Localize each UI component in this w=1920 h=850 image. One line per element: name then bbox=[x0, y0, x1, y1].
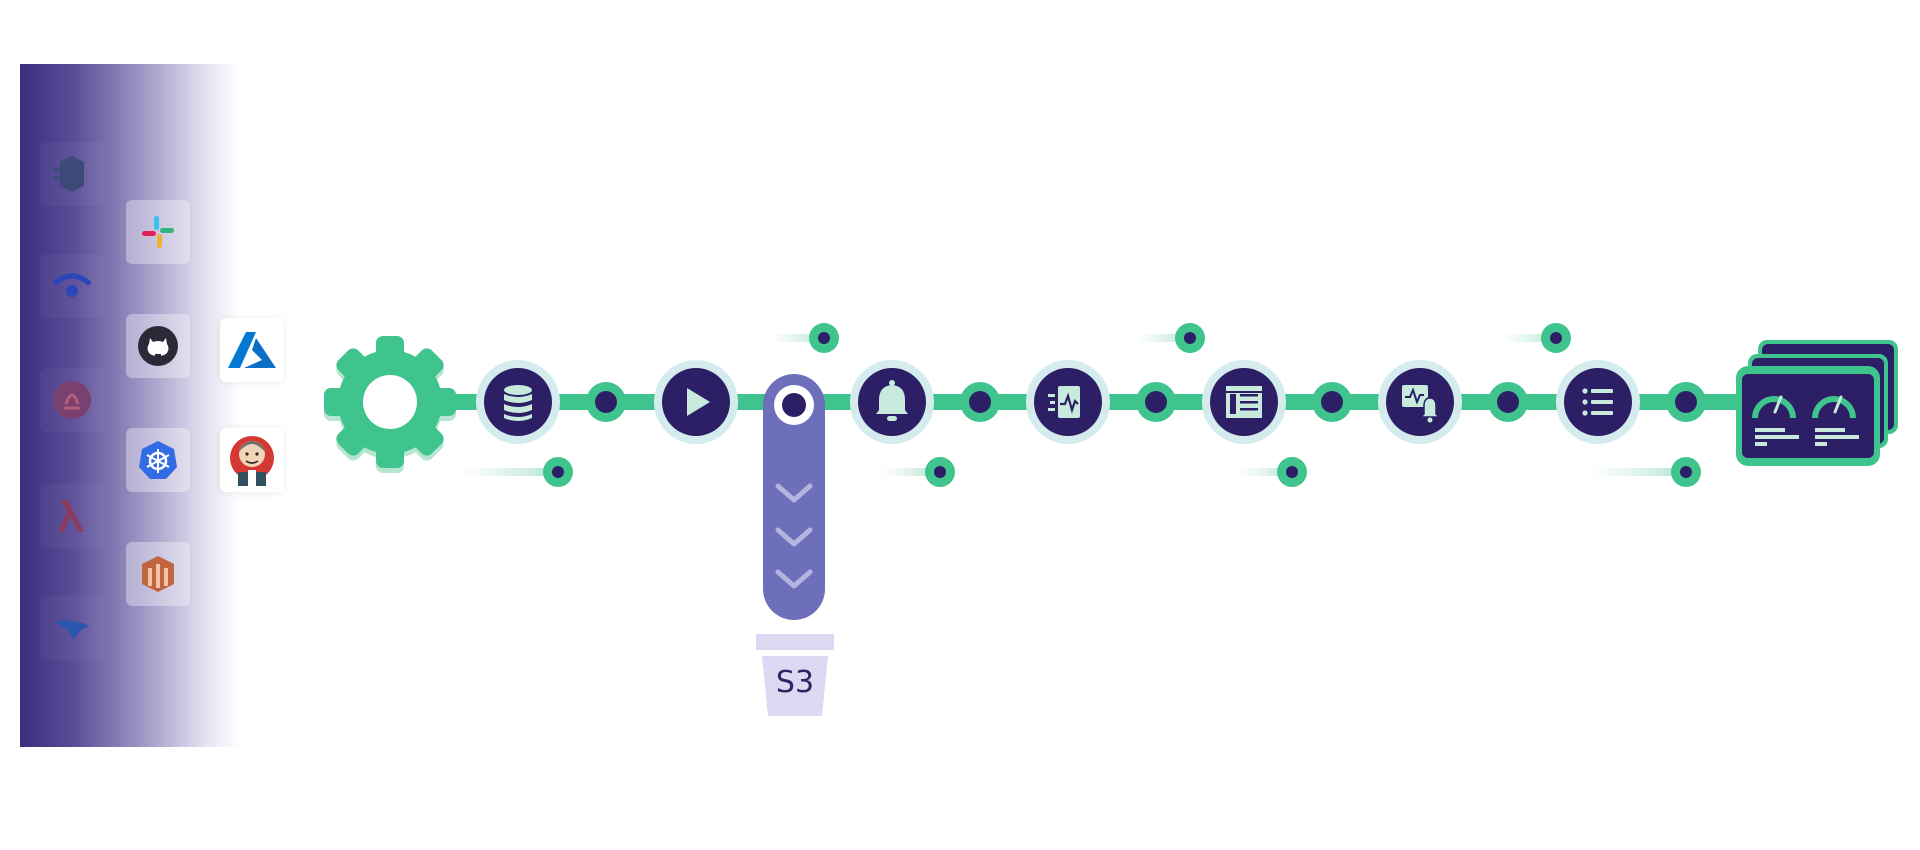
gear-icon bbox=[324, 336, 456, 473]
prometheus-icon bbox=[40, 368, 104, 432]
database-icon bbox=[476, 360, 560, 444]
chevron-down-icon bbox=[775, 483, 813, 589]
bucket-icon bbox=[756, 634, 834, 716]
kubernetes-icon bbox=[126, 428, 190, 492]
alert-icon bbox=[1378, 360, 1462, 444]
connector-dots bbox=[586, 382, 1706, 422]
broadcast-icon bbox=[40, 254, 104, 318]
azure-icon bbox=[220, 318, 284, 382]
s3-label: S3 bbox=[776, 665, 814, 700]
github-icon bbox=[126, 314, 190, 378]
play-icon bbox=[654, 360, 738, 444]
dashboard-icon bbox=[1736, 340, 1898, 466]
storage-drop bbox=[763, 374, 825, 620]
branch-dots bbox=[543, 323, 1701, 487]
lambda-icon bbox=[40, 484, 104, 548]
bird-icon bbox=[40, 596, 104, 660]
ecs-icon bbox=[40, 142, 104, 206]
slack-icon bbox=[126, 200, 190, 264]
monitor-icon bbox=[1026, 360, 1110, 444]
stack-icon bbox=[126, 542, 190, 606]
jenkins-icon bbox=[220, 428, 284, 492]
list-icon bbox=[1556, 360, 1640, 444]
integrations-panel bbox=[20, 64, 284, 747]
table-icon bbox=[1202, 360, 1286, 444]
bell-icon bbox=[850, 360, 934, 444]
